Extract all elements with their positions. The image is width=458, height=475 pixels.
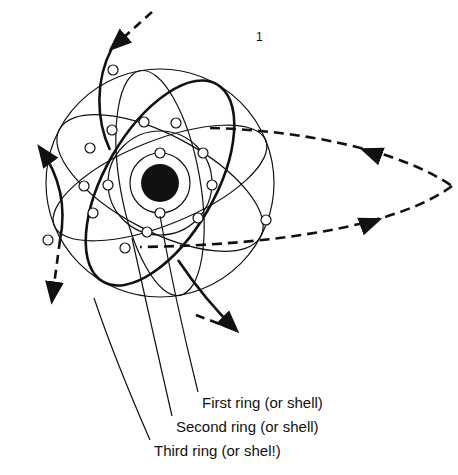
orbit-ellipse-heavy	[55, 57, 264, 309]
nucleus	[141, 164, 179, 202]
shell-label: Third ring (or shel!)	[154, 442, 281, 460]
trajectory-dashed	[140, 186, 452, 247]
trajectory-dashed	[210, 128, 452, 186]
trajectory-dashed	[196, 315, 236, 330]
trajectory	[178, 260, 236, 330]
trajectory-dashed	[112, 12, 152, 48]
trajectory-arrow	[362, 220, 378, 226]
leader-line	[160, 216, 198, 392]
first-shell	[130, 153, 190, 213]
orbit-ellipse	[37, 87, 283, 279]
electrons	[43, 65, 271, 253]
figure-mark: 1	[256, 28, 263, 46]
trajectory-arrow	[364, 150, 380, 156]
trajectory-dashed	[52, 240, 60, 300]
leader-line	[132, 238, 172, 416]
shell-label: First ring (or shell)	[202, 394, 323, 412]
orbit-ellipse	[39, 101, 282, 264]
shell-label: Second ring (or shell)	[176, 418, 319, 436]
leader-line	[94, 298, 150, 440]
trajectory	[99, 48, 112, 150]
trajectory	[40, 148, 63, 240]
